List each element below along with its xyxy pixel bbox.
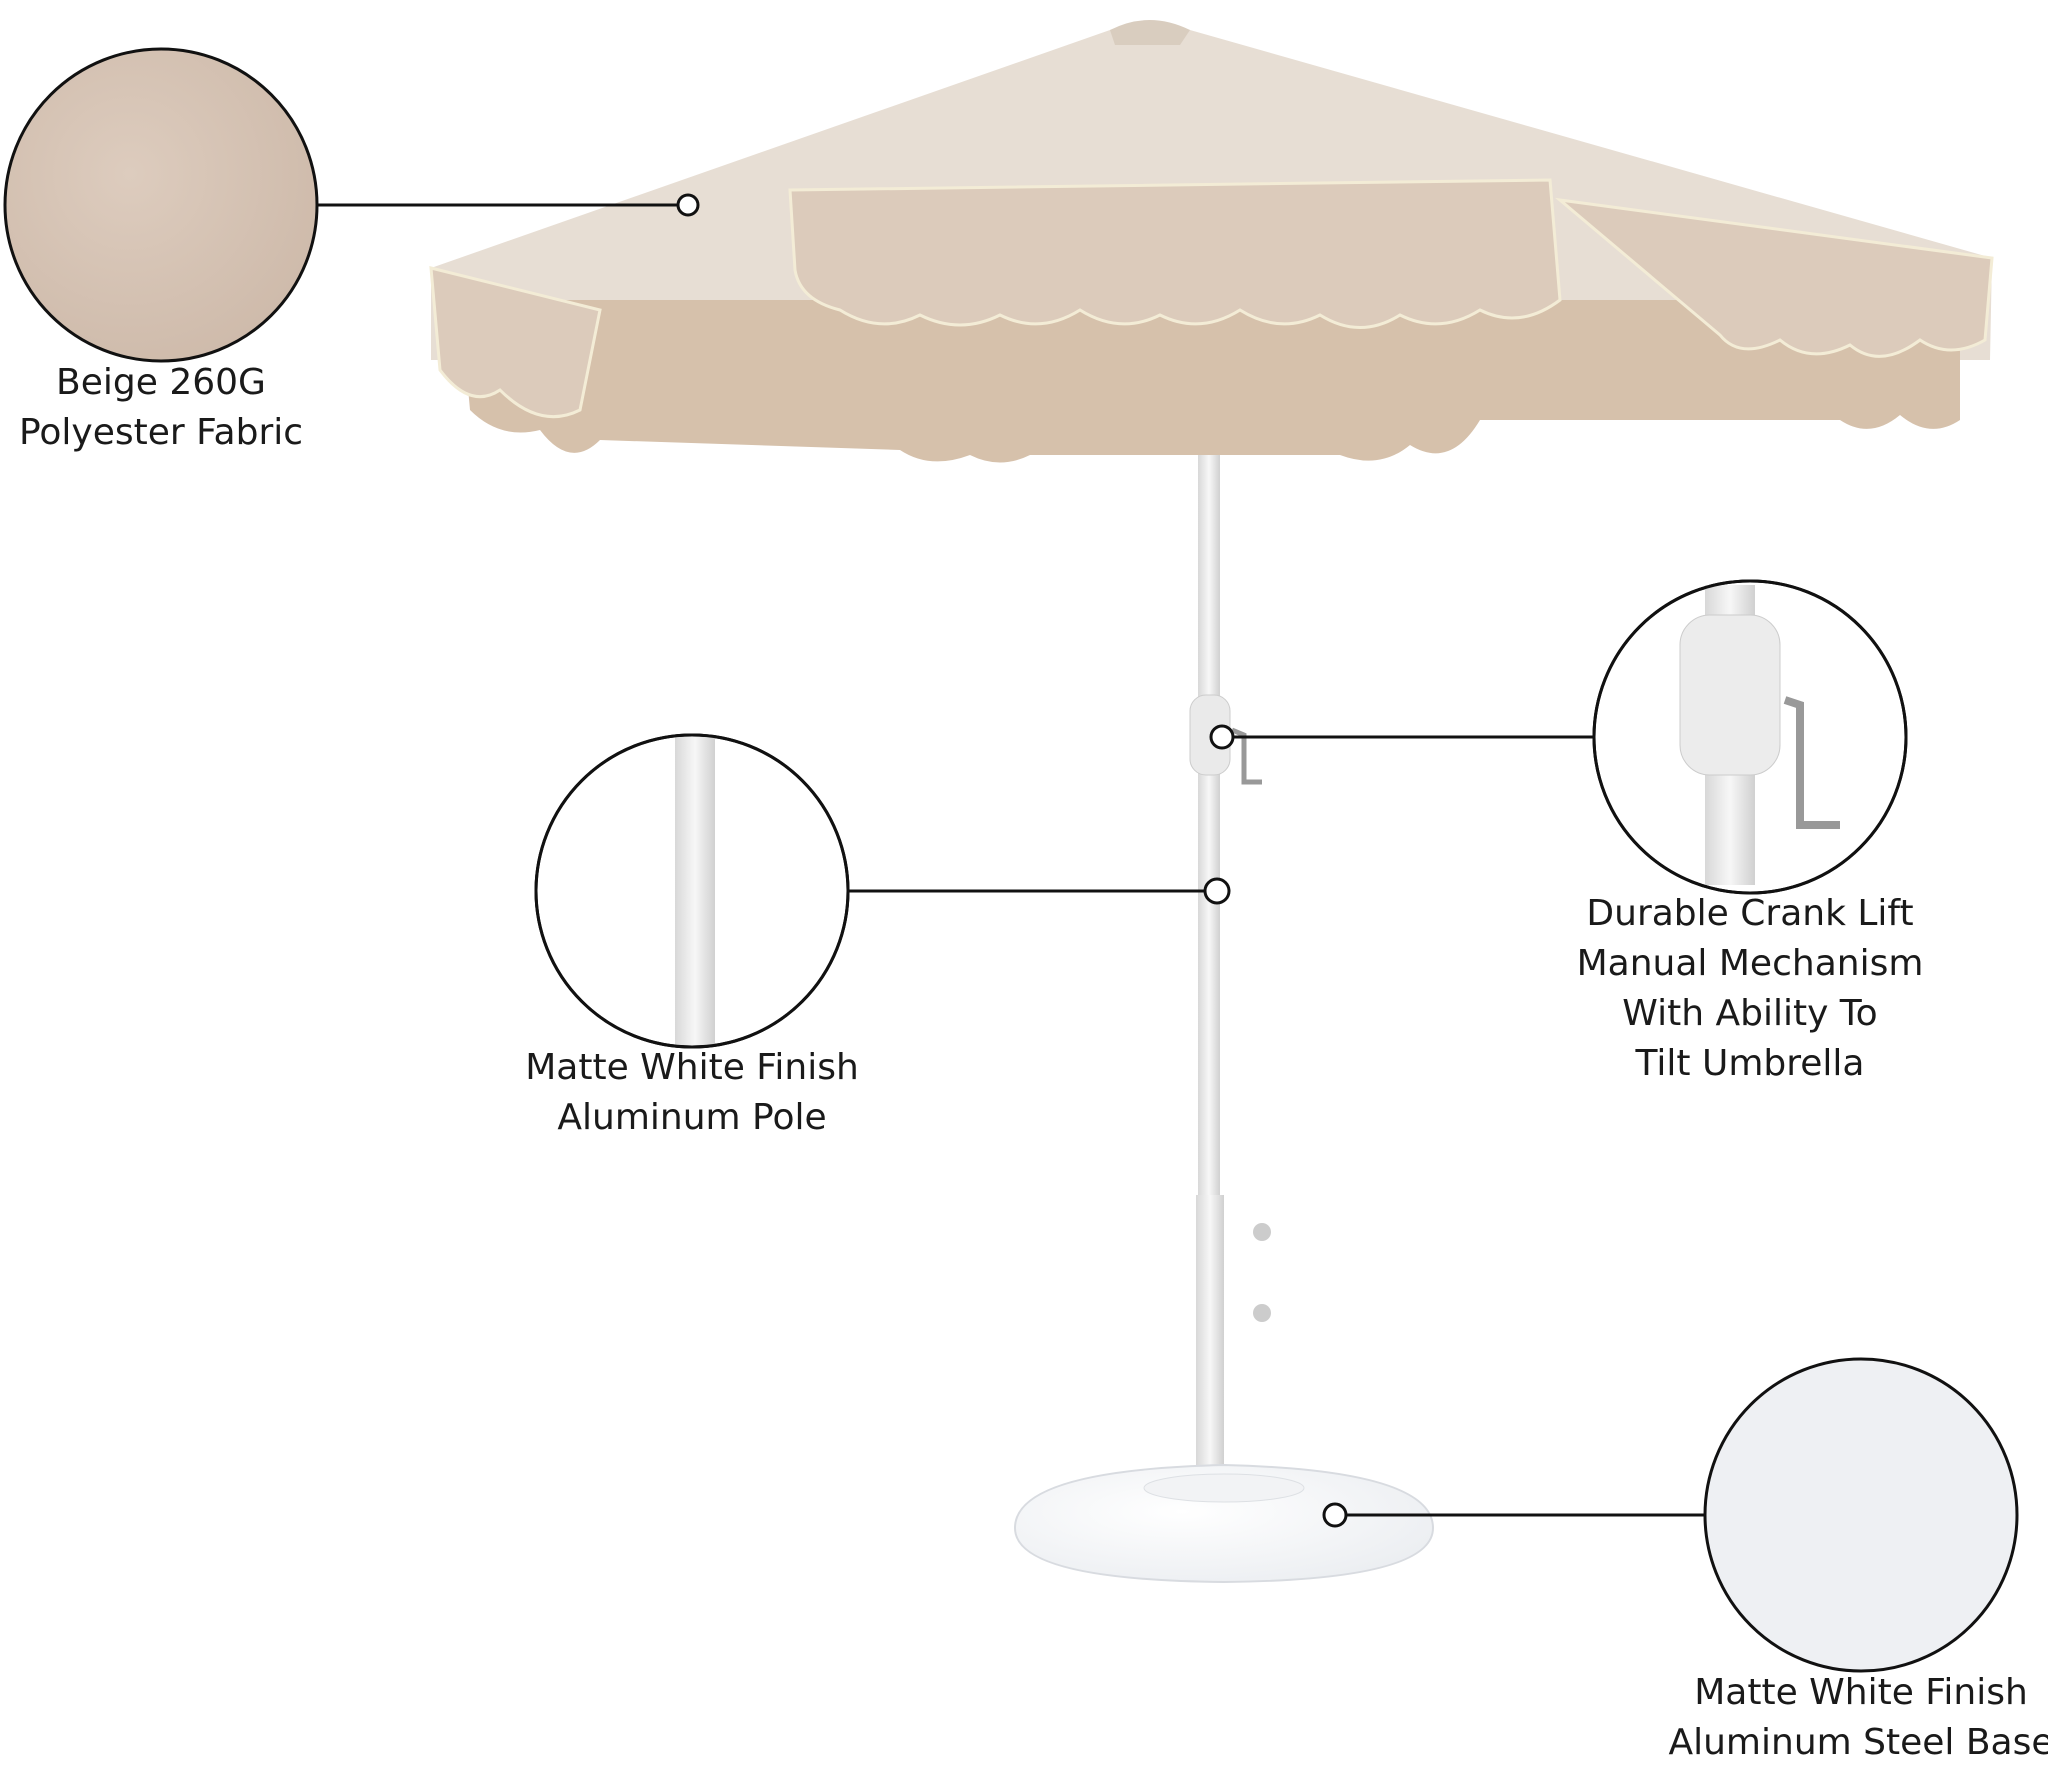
base-swatch-circle bbox=[1703, 1357, 2019, 1673]
callout-lines bbox=[318, 193, 1704, 1528]
crank-swatch-circle bbox=[1592, 579, 1908, 895]
umbrella-canopy bbox=[429, 20, 1994, 463]
fabric-label-line: Polyester Fabric bbox=[18, 412, 304, 453]
fabric-label: Beige 260G Polyester Fabric bbox=[19, 358, 303, 458]
crank-label: Durable Crank Lift Manual Mechanism With… bbox=[1577, 889, 1924, 1089]
fabric-swatch-circle bbox=[3, 47, 319, 363]
fabric-label-line: Beige 260G bbox=[56, 362, 266, 403]
crank-label-line: Tilt Umbrella bbox=[1635, 1043, 1865, 1084]
pole-label-line: Aluminum Pole bbox=[557, 1097, 827, 1138]
crank-label-line: With Ability To bbox=[1622, 993, 1878, 1034]
pole-swatch-circle bbox=[534, 733, 850, 1049]
crank-label-line: Manual Mechanism bbox=[1576, 943, 1924, 984]
crank-label-line: Durable Crank Lift bbox=[1586, 893, 1914, 934]
umbrella-base bbox=[1013, 1463, 1435, 1584]
base-label-line: Aluminum Steel Base bbox=[1668, 1722, 2048, 1763]
pole-label-line: Matte White Finish bbox=[525, 1047, 859, 1088]
base-label-line: Matte White Finish bbox=[1694, 1672, 2028, 1713]
base-label: Matte White Finish Aluminum Steel Base bbox=[1668, 1668, 2048, 1768]
pole-label: Matte White Finish Aluminum Pole bbox=[525, 1043, 859, 1143]
